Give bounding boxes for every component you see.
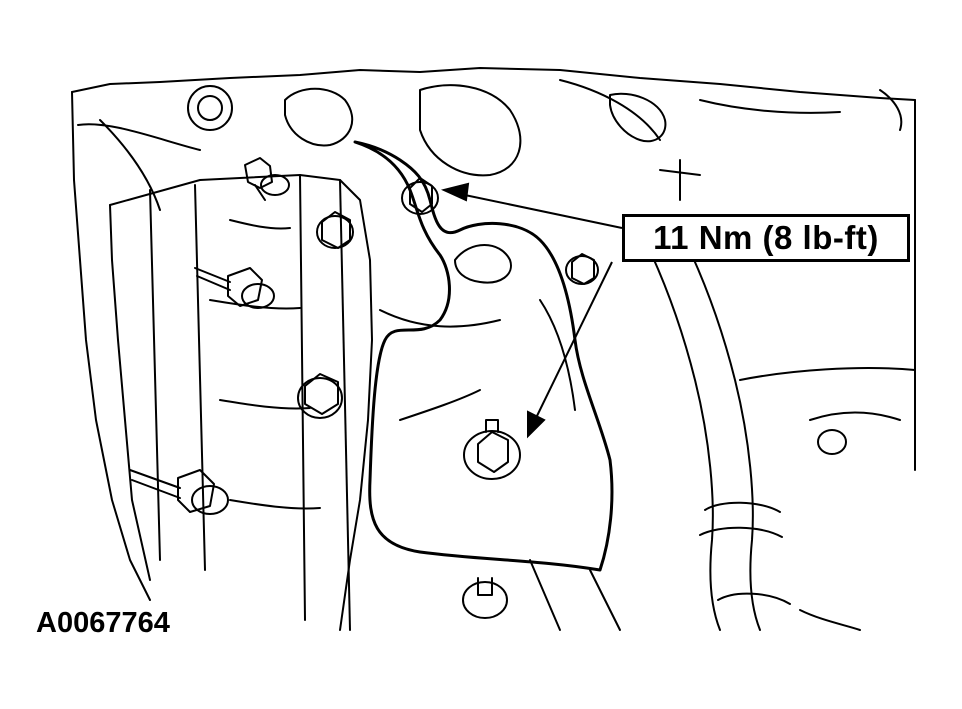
stud-bolt-lower	[129, 469, 229, 515]
bracket-bolt-far-right	[739, 367, 916, 455]
leader-arrows	[440, 182, 623, 439]
lower-stud	[462, 577, 508, 619]
coolant-hose	[639, 229, 791, 631]
figure-id: A0067764	[36, 607, 170, 639]
cylinder-head-left	[109, 174, 373, 631]
heat-shield-bolt-upper	[401, 177, 439, 215]
heat-shield-nut-lower	[463, 419, 521, 480]
stud-bolt-upper	[244, 157, 290, 201]
manifold-nut-2	[297, 373, 343, 419]
manifold-nut-1	[316, 211, 354, 249]
stud-bolt-middle	[194, 267, 275, 309]
engine-block-outline	[71, 67, 916, 601]
torque-callout: 11 Nm (8 lb-ft)	[622, 214, 910, 262]
heat-shield-detail	[379, 244, 576, 421]
bracket-bolt-right	[565, 253, 599, 285]
heat-shield	[353, 140, 614, 572]
torque-label: 11 Nm (8 lb-ft)	[653, 219, 879, 256]
